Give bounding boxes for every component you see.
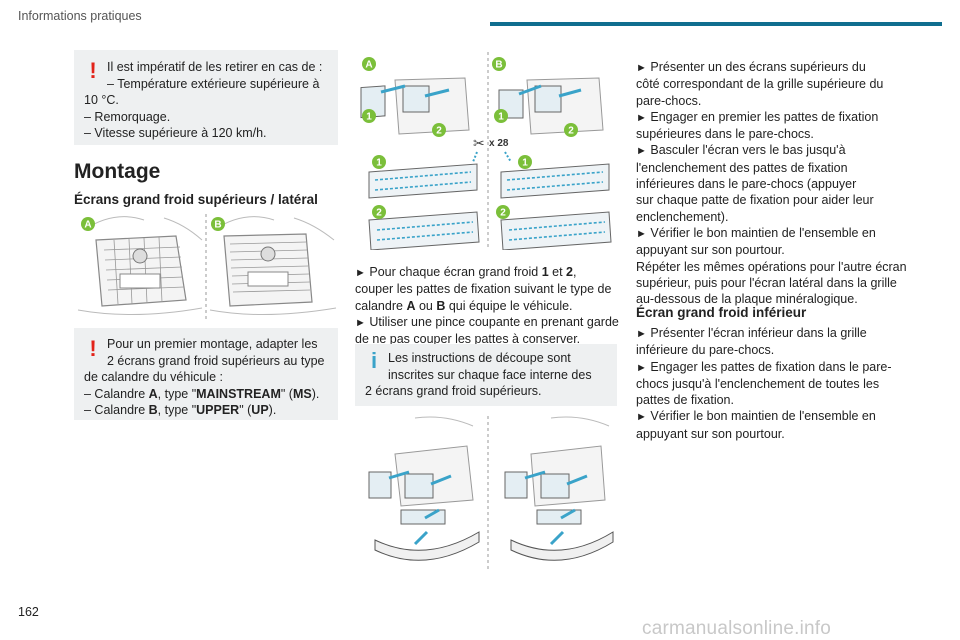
calandre-a-item: – Calandre A, type "MAINSTREAM" (MS). (84, 386, 320, 401)
section-heading: Montage (74, 160, 161, 183)
header-accent-bar (490, 22, 942, 26)
figure-label-a: A (365, 60, 372, 71)
grille-b-drawing (209, 216, 337, 316)
grille-a-drawing (77, 216, 203, 316)
subsection-heading: Écrans grand froid supérieurs / latéral (74, 192, 318, 207)
figure-number-2: 2 (500, 208, 506, 219)
warning-box-conditions: ! Il est impératif de les retirer en cas… (74, 50, 338, 145)
mounting-steps-upper: ► Présenter un des écrans supérieurs du … (636, 60, 907, 307)
subsection-heading-lower: Écran grand froid inférieur (636, 305, 807, 320)
figure-number-1: 1 (376, 158, 382, 169)
scissors-icon: ✂ (473, 135, 485, 151)
cutting-figure: ✂ x 28 A B 1 2 1 2 1 2 1 2 (360, 52, 612, 250)
cutting-instructions: ► Pour chaque écran grand froid 1 et 2, … (355, 265, 619, 347)
figure-label-a: A (84, 220, 91, 231)
warning-box-first-mount: ! Pour un premier montage, adapter les 2… (74, 328, 338, 420)
info-icon: i (370, 348, 378, 373)
info-box-cut-instructions: i Les instructions de découpe sont inscr… (355, 344, 617, 406)
figure-number-1: 1 (498, 112, 504, 123)
info-line: inscrites sur chaque face interne des (388, 367, 592, 382)
watermark: carmanualsonline.info (642, 618, 832, 639)
figure-number-2: 2 (436, 126, 442, 137)
warning-line: 10 °C. (84, 93, 119, 107)
page-number: 162 (18, 605, 39, 619)
figure-number-1: 1 (366, 112, 372, 123)
warning-line: 2 écrans grand froid supérieurs au type (107, 353, 325, 368)
info-line: 2 écrans grand froid supérieurs. (365, 384, 542, 398)
cut-count: x 28 (489, 138, 509, 149)
exclamation-icon: ! (89, 58, 97, 83)
warning-line: – Remorquage. (84, 109, 171, 124)
lower-screen-figure (368, 416, 614, 572)
warning-line: – Température extérieure supérieure à (107, 76, 320, 91)
warning-line: de calandre du véhicule : (84, 370, 223, 384)
figure-label-b: B (214, 220, 221, 231)
figure-number-1: 1 (522, 158, 528, 169)
figure-label-b: B (495, 60, 502, 71)
running-header: Informations pratiques (18, 9, 142, 23)
warning-line: Il est impératif de les retirer en cas d… (107, 60, 323, 74)
exclamation-icon: ! (89, 336, 97, 361)
figure-number-2: 2 (568, 126, 574, 137)
info-line: Les instructions de découpe sont (388, 351, 571, 365)
warning-line: – Vitesse supérieure à 120 km/h. (84, 126, 267, 140)
figure-number-2: 2 (376, 208, 382, 219)
mounting-steps-lower: ► Présenter l'écran inférieur dans la gr… (636, 326, 892, 441)
calandre-b-item: – Calandre B, type "UPPER" (UP). (84, 403, 277, 417)
grille-figure-ab: A B (77, 214, 337, 320)
warning-line: Pour un premier montage, adapter les (107, 337, 318, 351)
